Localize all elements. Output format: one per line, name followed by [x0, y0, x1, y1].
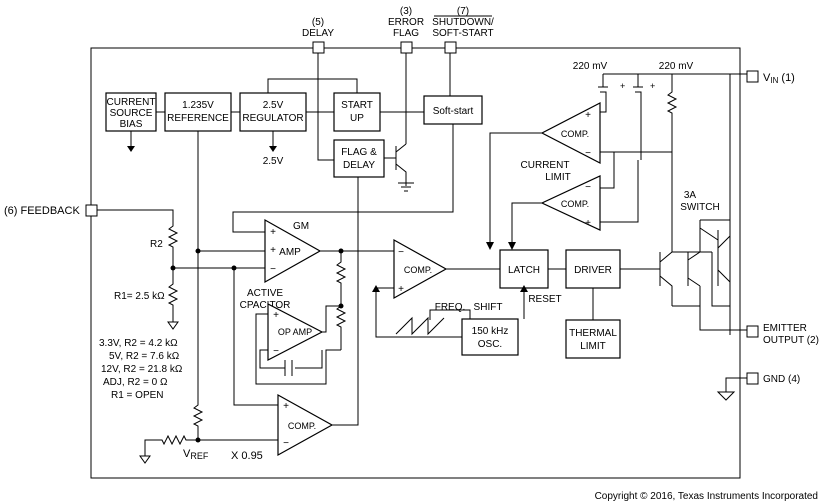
- svg-text:UP: UP: [350, 113, 364, 124]
- active-cap-label-1: ACTIVE: [247, 288, 283, 299]
- svg-text:1.235V: 1.235V: [182, 100, 214, 111]
- op-amp: OP AMP + −: [267, 303, 324, 361]
- svg-text:THERMAL: THERMAL: [569, 328, 617, 339]
- comp-current-1: COMP. + −: [540, 102, 601, 164]
- svg-text:COMP.: COMP.: [288, 421, 316, 431]
- svg-text:+: +: [620, 81, 625, 91]
- svg-text:SOURCE: SOURCE: [110, 108, 153, 119]
- reset-label: RESET: [528, 294, 561, 305]
- svg-text:+: +: [585, 110, 591, 121]
- pin-emitter-label2: OUTPUT (2): [763, 335, 819, 346]
- driver-block: DRIVER: [565, 249, 621, 289]
- svg-text:START: START: [341, 100, 373, 111]
- pin-delay-label: DELAY: [302, 28, 334, 39]
- r1-label: R1= 2.5 kΩ: [114, 291, 165, 302]
- pin-emitter-label1: EMITTER: [763, 323, 807, 334]
- copyright: Copyright © 2016, Texas Instruments Inco…: [595, 491, 818, 502]
- flag-delay-block: FLAG & DELAY: [333, 139, 385, 178]
- regulator-block: 2.5V REGULATOR: [239, 92, 307, 132]
- svg-text:COMP.: COMP.: [561, 129, 589, 139]
- svg-text:150 kHz: 150 kHz: [472, 326, 509, 337]
- latch-block: LATCH: [499, 249, 549, 289]
- pin-delay-number: (5): [312, 17, 324, 28]
- pin-error-flag-label2: FLAG: [393, 28, 419, 39]
- svg-text:+: +: [650, 81, 655, 91]
- output-options: 3.3V, R2 = 4.2 kΩ 5V, R2 = 7.6 kΩ 12V, R…: [99, 338, 183, 401]
- start-up-block: START UP: [333, 92, 381, 132]
- svg-text:−: −: [273, 346, 279, 357]
- pin-feedback-label: (6) FEEDBACK: [4, 205, 80, 217]
- soft-start-block: Soft-start: [423, 95, 483, 125]
- reference-block: 1.235V REFERENCE: [164, 92, 232, 132]
- pin-vin-label: VIN (1): [763, 72, 795, 85]
- svg-text:2.5V: 2.5V: [263, 100, 284, 111]
- current-limit-label-1: CURRENT: [521, 160, 570, 171]
- regulator-output-label: 2.5V: [263, 156, 284, 167]
- pin-shutdown-label2: SOFT-START: [432, 28, 493, 39]
- comp-main: COMP. − +: [393, 238, 448, 300]
- pin-shutdown-number: (7): [457, 6, 469, 17]
- svg-text:LIMIT: LIMIT: [580, 341, 606, 352]
- pin-shutdown: (7) SHUTDOWN/ SOFT-START: [432, 6, 494, 54]
- option-r1: R1 = OPEN: [111, 390, 164, 401]
- svg-text:−: −: [270, 264, 276, 275]
- pin-shutdown-label1: SHUTDOWN/: [432, 17, 494, 28]
- pin-vin: VIN (1): [746, 70, 795, 85]
- shift-label: SHIFT: [474, 302, 503, 313]
- vref-mult-label: X 0.95: [231, 450, 263, 462]
- svg-text:+: +: [273, 310, 279, 321]
- option-5v: 5V, R2 = 7.6 kΩ: [109, 351, 180, 362]
- svg-text:REGULATOR: REGULATOR: [242, 113, 303, 124]
- switch-label-1: 3A: [684, 190, 697, 201]
- comp-current-2: COMP. − +: [540, 175, 601, 231]
- pin-gnd-label: GND (4): [763, 374, 800, 385]
- svg-text:OSC.: OSC.: [478, 339, 502, 350]
- current-limit-label-2: LIMIT: [545, 172, 571, 183]
- svg-text:REFERENCE: REFERENCE: [167, 113, 229, 124]
- svg-text:+: +: [270, 227, 276, 238]
- active-cap-label-2: CPACITOR: [240, 300, 291, 311]
- svg-text:CURRENT: CURRENT: [107, 97, 156, 108]
- switch-label-2: SWITCH: [680, 202, 719, 213]
- svg-text:FLAG &: FLAG &: [341, 147, 377, 158]
- pin-gnd: GND (4): [746, 372, 800, 385]
- option-3v3: 3.3V, R2 = 4.2 kΩ: [99, 338, 178, 349]
- pin-feedback: (6) FEEDBACK: [4, 204, 98, 217]
- gm-label: GM: [293, 221, 309, 232]
- svg-text:+: +: [283, 401, 289, 412]
- ic-outline: [90, 47, 741, 479]
- svg-text:−: −: [283, 438, 289, 449]
- svg-text:−: −: [585, 182, 591, 193]
- v220-label-1: 220 mV: [573, 61, 608, 72]
- comp-reference: COMP. + −: [277, 393, 334, 457]
- oscillator-block: 150 kHz OSC.: [461, 318, 519, 356]
- svg-text:−: −: [585, 148, 591, 159]
- svg-text:DRIVER: DRIVER: [574, 265, 612, 276]
- option-12v: 12V, R2 = 21.8 kΩ: [101, 364, 183, 375]
- pin-emitter-output: EMITTER OUTPUT (2): [746, 323, 819, 346]
- svg-text:AMP: AMP: [279, 247, 301, 258]
- pin-error-flag-label1: ERROR: [388, 17, 424, 28]
- svg-text:+: +: [270, 245, 276, 256]
- option-adj: ADJ, R2 = 0 Ω: [103, 377, 168, 388]
- svg-text:+: +: [585, 218, 591, 229]
- svg-text:OP AMP: OP AMP: [278, 327, 312, 337]
- v220-label-2: 220 mV: [659, 61, 694, 72]
- current-source-bias-block: CURRENT SOURCE BIAS: [105, 92, 157, 132]
- pin-error-flag: (3) ERROR FLAG: [388, 6, 424, 54]
- svg-text:−: −: [398, 247, 404, 258]
- freq-label: FREQ.: [435, 302, 466, 313]
- svg-text:+: +: [398, 284, 404, 295]
- svg-text:COMP.: COMP.: [404, 265, 432, 275]
- svg-text:Soft-start: Soft-start: [433, 106, 474, 117]
- pin-error-flag-number: (3): [400, 6, 412, 17]
- vref-label: VREF: [183, 448, 209, 461]
- r2-label: R2: [150, 239, 163, 250]
- svg-text:DELAY: DELAY: [343, 160, 375, 171]
- svg-text:LATCH: LATCH: [508, 265, 540, 276]
- thermal-limit-block: THERMAL LIMIT: [565, 319, 621, 359]
- svg-text:BIAS: BIAS: [120, 119, 143, 130]
- svg-text:COMP.: COMP.: [561, 199, 589, 209]
